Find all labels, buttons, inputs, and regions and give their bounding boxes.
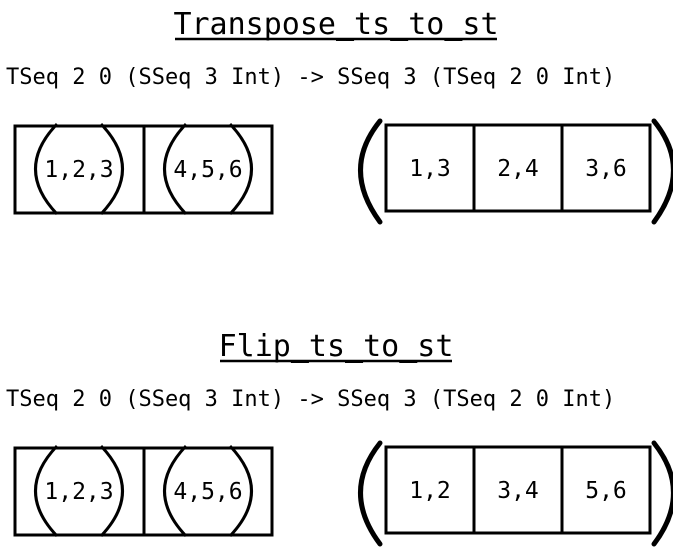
output-sseq-box [384,445,652,535]
sseq-right-arc [228,122,253,216]
input-cell-text: 1,2,3 [44,157,113,183]
sseq-right-arc [228,444,253,538]
section-title: Transpose_ts_to_st [173,7,498,42]
section-transpose: Transpose_ts_to_st TSeq 2 0 (SSeq 3 Int)… [6,7,673,225]
section-flip: Flip_ts_to_st TSeq 2 0 (SSeq 3 Int) -> S… [6,329,673,547]
output-cell-text: 3,4 [497,478,539,504]
input-cell-text: 1,2,3 [44,479,113,505]
output-cell-text: 2,4 [497,156,539,182]
output-sseq: 1,3 2,4 3,6 [358,118,673,225]
sseq-left-arc [34,444,59,538]
section-title: Flip_ts_to_st [219,329,454,364]
input-tseq: 1,2,3 4,5,6 [13,444,274,538]
sseq-left-arc [163,444,188,538]
sseq-right-arc [99,122,124,216]
output-sseq-box [384,123,652,213]
type-signature: TSeq 2 0 (SSeq 3 Int) -> SSeq 3 (TSeq 2 … [6,387,615,412]
input-tseq: 1,2,3 4,5,6 [13,122,274,216]
input-cell-text: 4,5,6 [173,157,242,183]
output-cell-text: 1,3 [409,156,451,182]
output-left-paren [358,118,383,225]
output-right-paren [651,118,673,225]
output-cell-text: 5,6 [585,478,627,504]
sseq-left-arc [163,122,188,216]
type-signature: TSeq 2 0 (SSeq 3 Int) -> SSeq 3 (TSeq 2 … [6,65,615,90]
output-left-paren [358,440,383,547]
output-cell-text: 3,6 [585,156,627,182]
sseq-left-arc [34,122,59,216]
output-sseq: 1,2 3,4 5,6 [358,440,673,547]
sseq-right-arc [99,444,124,538]
input-cell-text: 4,5,6 [173,479,242,505]
output-right-paren [651,440,673,547]
output-cell-text: 1,2 [409,478,451,504]
